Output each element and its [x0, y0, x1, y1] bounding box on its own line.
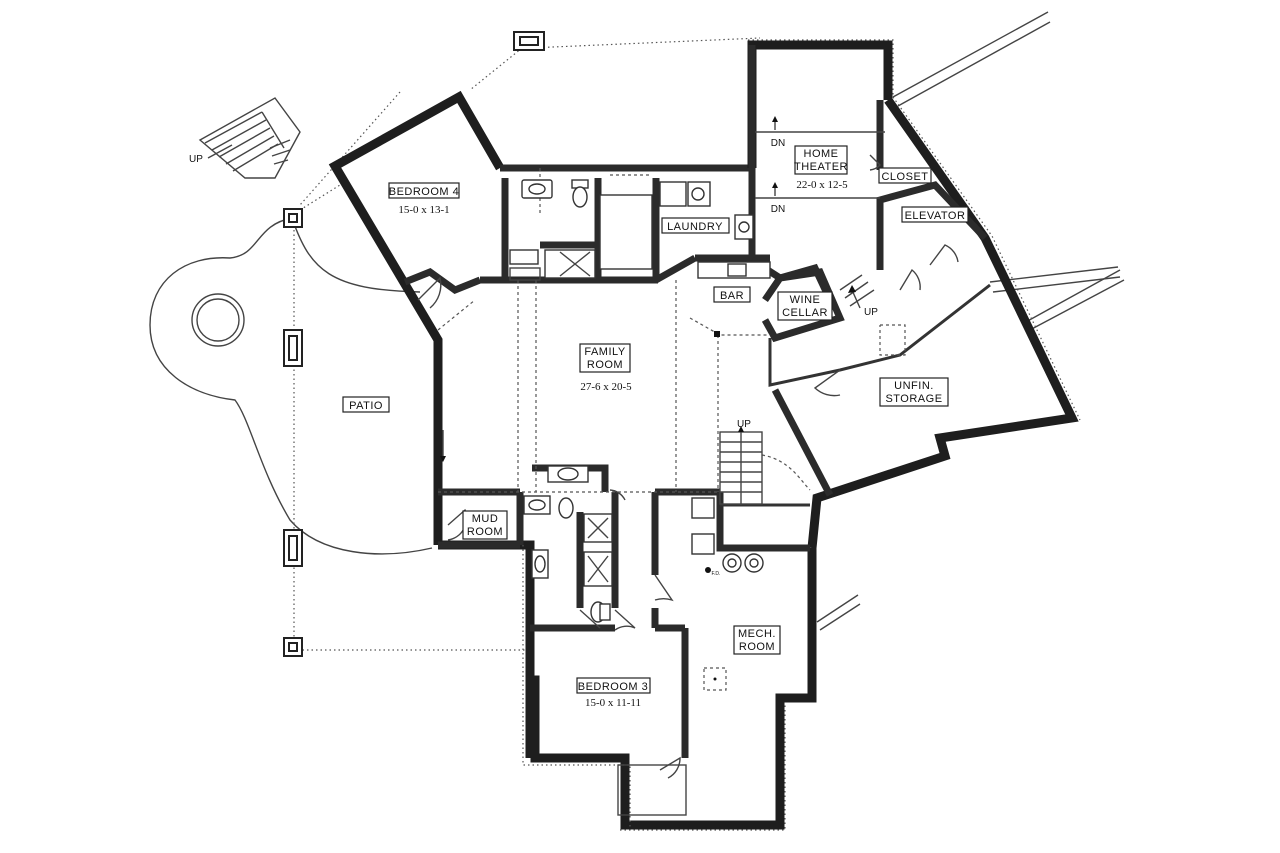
exterior-walls [328, 40, 1079, 830]
stair-labels: DN DN UP UP [737, 138, 878, 430]
room-labels: BEDROOM 4 15-0 x 13-1 LAUNDRY HOME THEAT… [342, 145, 969, 709]
bar-fixtures [697, 261, 771, 279]
misc-marks [440, 267, 720, 816]
closet-name: CLOSET [881, 171, 928, 183]
laundry-fixtures [659, 181, 754, 240]
elevator-name: ELEVATOR [905, 210, 966, 222]
bar-name: BAR [720, 290, 744, 302]
bath4-fixtures [509, 179, 653, 279]
mech-room-equipment [691, 497, 764, 691]
main-up-label: UP [737, 419, 751, 430]
bath3-fixtures [523, 465, 613, 623]
retaining-walls [816, 11, 1125, 631]
beam-lines [437, 168, 906, 493]
bedroom4-name: BEDROOM 4 [389, 186, 460, 198]
family-room-name-1: FAMILY [584, 346, 625, 358]
theater-tiers [755, 116, 885, 199]
family-room-dims: 27-6 x 20-5 [580, 381, 632, 393]
bedroom4-dims: 15-0 x 13-1 [398, 204, 449, 216]
patio-area [149, 37, 761, 651]
patio-piers [283, 31, 545, 657]
mud-room-name-2: ROOM [467, 526, 503, 538]
wine-cellar-steps [839, 274, 875, 309]
exterior-stair [198, 97, 301, 179]
bedroom3-dims: 15-0 x 11-11 [585, 697, 641, 709]
door-swings [417, 154, 959, 779]
floor-drain-label: F.D. [712, 571, 721, 577]
home-theater-name-2: THEATER [794, 161, 848, 173]
laundry-name: LAUNDRY [667, 221, 723, 233]
main-stair [719, 426, 763, 505]
wine-cellar-name-1: WINE [790, 294, 821, 306]
family-room-name-2: ROOM [587, 359, 623, 371]
bedroom3-name: BEDROOM 3 [578, 681, 649, 693]
theater-dn-top-label: DN [771, 138, 785, 149]
unfin-storage-name-1: UNFIN. [894, 380, 934, 392]
mech-room-name-2: ROOM [739, 641, 775, 653]
exterior-up-label: UP [189, 154, 203, 165]
theater-dn-bottom-label: DN [771, 204, 785, 215]
unfin-storage-name-2: STORAGE [885, 393, 942, 405]
wine-up-label: UP [864, 307, 878, 318]
patio-name: PATIO [349, 400, 383, 412]
mud-room-name-1: MUD [472, 513, 499, 525]
interior-walls [403, 100, 991, 758]
wine-cellar-name-2: CELLAR [782, 307, 828, 319]
wall-hatch [522, 39, 1081, 831]
mech-room-name-1: MECH. [738, 628, 776, 640]
home-theater-name-1: HOME [804, 148, 839, 160]
home-theater-dims: 22-0 x 12-5 [796, 179, 848, 191]
